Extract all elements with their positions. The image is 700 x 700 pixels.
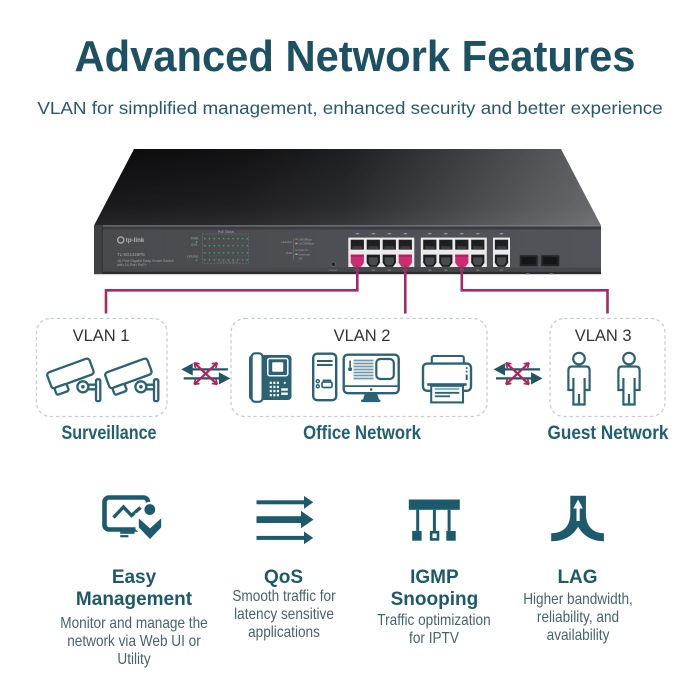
svg-text:Link/Act: Link/Act bbox=[187, 255, 198, 259]
svg-text:1000Mbps: 1000Mbps bbox=[298, 237, 312, 241]
svg-text:PoE On: PoE On bbox=[298, 248, 309, 252]
svg-text:PWR: PWR bbox=[191, 237, 199, 241]
svg-text:Reset: Reset bbox=[330, 268, 338, 272]
svg-text:with 14-Port PoE+: with 14-Port PoE+ bbox=[117, 263, 147, 267]
svg-text:Link/Act: Link/Act bbox=[281, 240, 292, 244]
svg-text:Overload: Overload bbox=[298, 252, 310, 256]
svg-text:16-Port Gigabit Easy Smart Swi: 16-Port Gigabit Easy Smart Switch bbox=[117, 259, 174, 263]
svg-text:PoE: PoE bbox=[286, 251, 292, 255]
svg-text:PoE Status: PoE Status bbox=[218, 230, 234, 234]
svg-text:2 4 6 8 10 12 14: 2 4 6 8 10 12 14 bbox=[218, 260, 239, 264]
svg-text:10/100Mbps: 10/100Mbps bbox=[298, 242, 314, 246]
svg-text:SYS: SYS bbox=[191, 243, 197, 247]
svg-text:TL-SG1428PE: TL-SG1428PE bbox=[117, 252, 145, 257]
svg-text:tp-link: tp-link bbox=[126, 237, 145, 244]
svg-text:Off: Off bbox=[298, 256, 302, 260]
